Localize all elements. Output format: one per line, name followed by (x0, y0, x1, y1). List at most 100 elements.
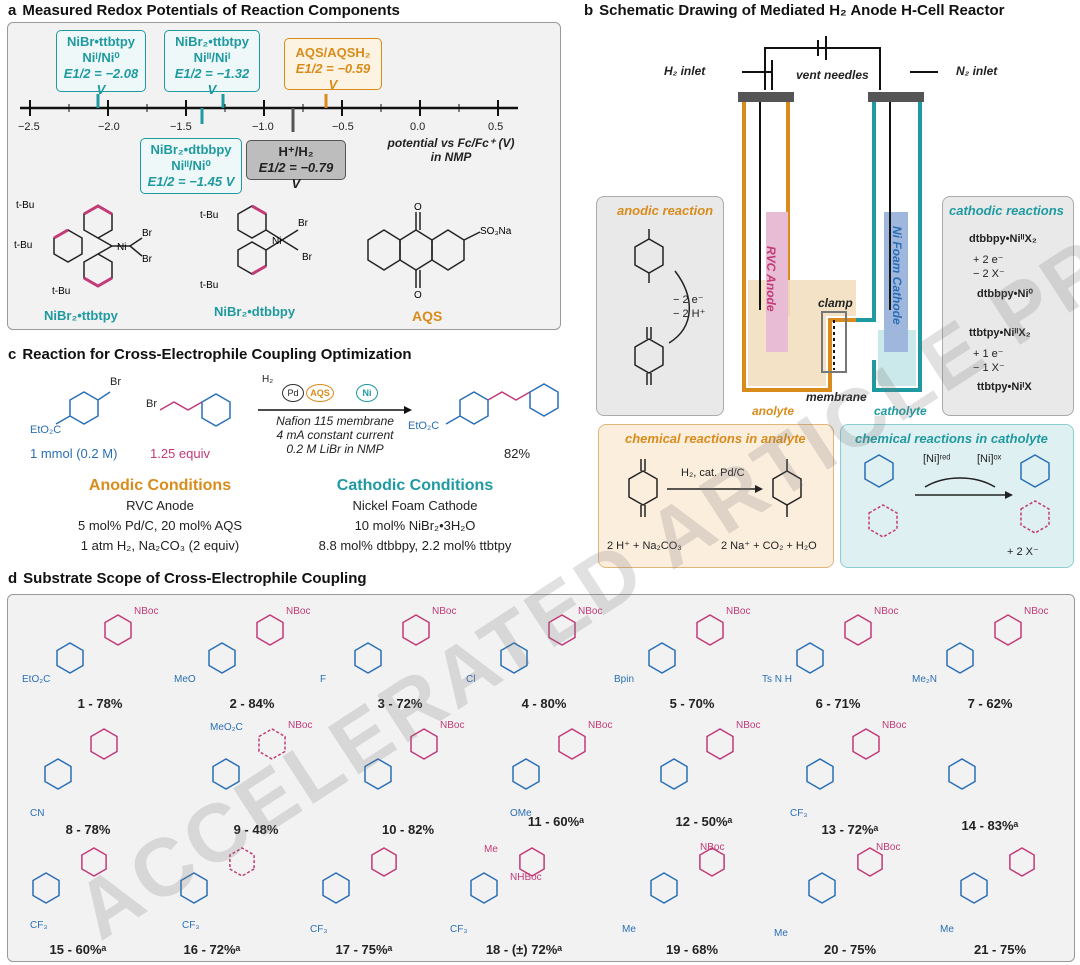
heteroaryl-ring (32, 872, 60, 904)
piperidine-ring (558, 728, 586, 760)
scope-yield: 10 - 82% (381, 822, 435, 837)
piperidine-ring (706, 728, 734, 760)
saturated-ring (699, 847, 725, 877)
ome-label: OMe (510, 808, 532, 819)
substituent-label: Me₂N (912, 674, 937, 685)
label-aqs: AQS (412, 308, 443, 324)
substituent-label: EtO₂C (22, 674, 50, 685)
scope-yield: 21 - 75% (973, 942, 1027, 957)
ni-text: Ni (272, 236, 281, 247)
aryl-ring (648, 642, 676, 674)
heteroaryl-ring (650, 872, 678, 904)
cf3-label: CF₃ (310, 924, 327, 935)
cn-label: CN (30, 808, 44, 819)
heteroaryl-ring (44, 758, 72, 790)
scope-yield: 2 - 84% (229, 696, 275, 711)
tick-label: −1.0 (252, 121, 274, 133)
aryl-ring (56, 642, 84, 674)
piperidine-ring (410, 728, 438, 760)
heteroaryl-ring (322, 872, 350, 904)
conditions-text: Nafion 115 membrane 4 mA constant curren… (276, 414, 394, 456)
me-label: Me (622, 924, 636, 935)
aqs-circle: AQS (306, 384, 334, 402)
eto2c-label: EtO₂C (408, 420, 440, 432)
ni-ox-label: [Ni]ᵒˣ (977, 453, 1002, 465)
redox-box-nibr2-ttbtpy: NiBr₂•ttbtpy Niᴵᴵ/Niᴵ E1/2 = −1.32 V (164, 30, 260, 97)
cat2-bot: ttbtpy•NiᴵX (977, 381, 1032, 393)
scope-yield: 16 - 72%ᵃ (183, 942, 241, 957)
br-label: Br (146, 398, 157, 410)
substituent-label: Ts N H (762, 674, 792, 685)
reaction-yield: 82% (504, 446, 531, 461)
saturated-ring (81, 847, 107, 877)
heteroaryl-ring (364, 758, 392, 790)
tick-label: 0.0 (410, 121, 426, 133)
me-label: Me (940, 924, 954, 935)
ni-red-label: [Ni]ʳᵉᵈ (923, 453, 951, 465)
br-text: Br (302, 252, 313, 263)
o-text: O (414, 290, 422, 300)
dtbbpy-structure: t-Bu t-Bu Ni Br Br (200, 204, 313, 291)
cat1-a: + 2 e⁻ (973, 254, 1004, 266)
nboc-label: NBoc (288, 720, 312, 731)
label-nibr2-ttbtpy: NiBr₂•ttbtpy (44, 308, 118, 323)
br-label: Br (110, 376, 121, 388)
tick-label: 0.5 (488, 121, 504, 133)
redox-box-h2: H⁺/H₂ E1/2 = −0.79 V (246, 140, 346, 191)
scope-yield: 3 - 72% (377, 696, 423, 711)
aryl-ring (946, 642, 974, 674)
hydroquinone-structure (634, 229, 690, 385)
aryl-ring (796, 642, 824, 674)
saturated-ring (519, 847, 545, 877)
piperidine-ring (852, 728, 880, 760)
tbu-text: t-Bu (16, 200, 34, 211)
tick-label: −2.0 (98, 121, 120, 133)
cf3-label: CF₃ (450, 924, 467, 935)
nboc-label: NBoc (440, 720, 464, 731)
me-label: Me (774, 928, 788, 939)
cat1-b: − 2 X⁻ (973, 268, 1005, 280)
scope-yield: 20 - 75% (823, 942, 877, 957)
nboc-label: NBoc (736, 720, 760, 731)
chem-an-eq-right: 2 Na⁺ + CO₂ + H₂O (721, 540, 817, 552)
sub2-label: 1.25 equiv (150, 446, 210, 461)
tbu-text: t-Bu (200, 210, 218, 221)
ni-text: Ni (117, 242, 126, 253)
cathodic-conditions: Cathodic Conditions Nickel Foam Cathode … (318, 477, 512, 553)
nboc-label: NBoc (134, 606, 158, 617)
reaction-scheme (55, 383, 559, 427)
label-nibr2-dtbbpy: NiBr₂•dtbbpy (214, 304, 296, 319)
piperidine-ring (844, 614, 872, 646)
me-label: Me (484, 844, 498, 855)
redox-number-line (20, 94, 518, 132)
piperidine-ring (696, 614, 724, 646)
panel-d-box (7, 594, 1075, 962)
piperidine-ring (548, 614, 576, 646)
scope-yield: 12 - 50%ᵃ (675, 814, 733, 829)
scope-yield: 18 - (±) 72%ᵃ (485, 942, 563, 957)
scope-yield: 11 - 60%ᵃ (527, 814, 585, 829)
scope-yield: 8 - 78% (65, 822, 111, 837)
nhboc-label: NHBoc (510, 872, 542, 883)
piperidine-ring (104, 614, 132, 646)
cat1-bot: dtbbpy•Ni⁰ (977, 288, 1033, 300)
cf3-label: CF₃ (790, 808, 807, 819)
heteroaryl-ring (180, 872, 208, 904)
scope-yield: 17 - 75%ᵃ (335, 942, 393, 957)
cat2-b: − 1 X⁻ (973, 362, 1005, 374)
scope-structures-row1: NBocEtO₂CNBocMeONBocFNBocClNBocBpinNBocT… (22, 606, 1048, 685)
br-text: Br (298, 218, 309, 229)
nboc-label: NBoc (726, 606, 750, 617)
nboc-label: NBoc (882, 720, 906, 731)
substituent-label: Bpin (614, 674, 634, 685)
piperidine-ring (258, 728, 286, 760)
h-cell-reactor-diagram (738, 36, 938, 392)
redox-axis-label: potential vs Fc/Fc⁺ (V) in NMP (387, 136, 515, 164)
br-text: Br (142, 228, 153, 239)
nboc-label: NBoc (578, 606, 602, 617)
scope-yield: 1 - 78% (77, 696, 123, 711)
